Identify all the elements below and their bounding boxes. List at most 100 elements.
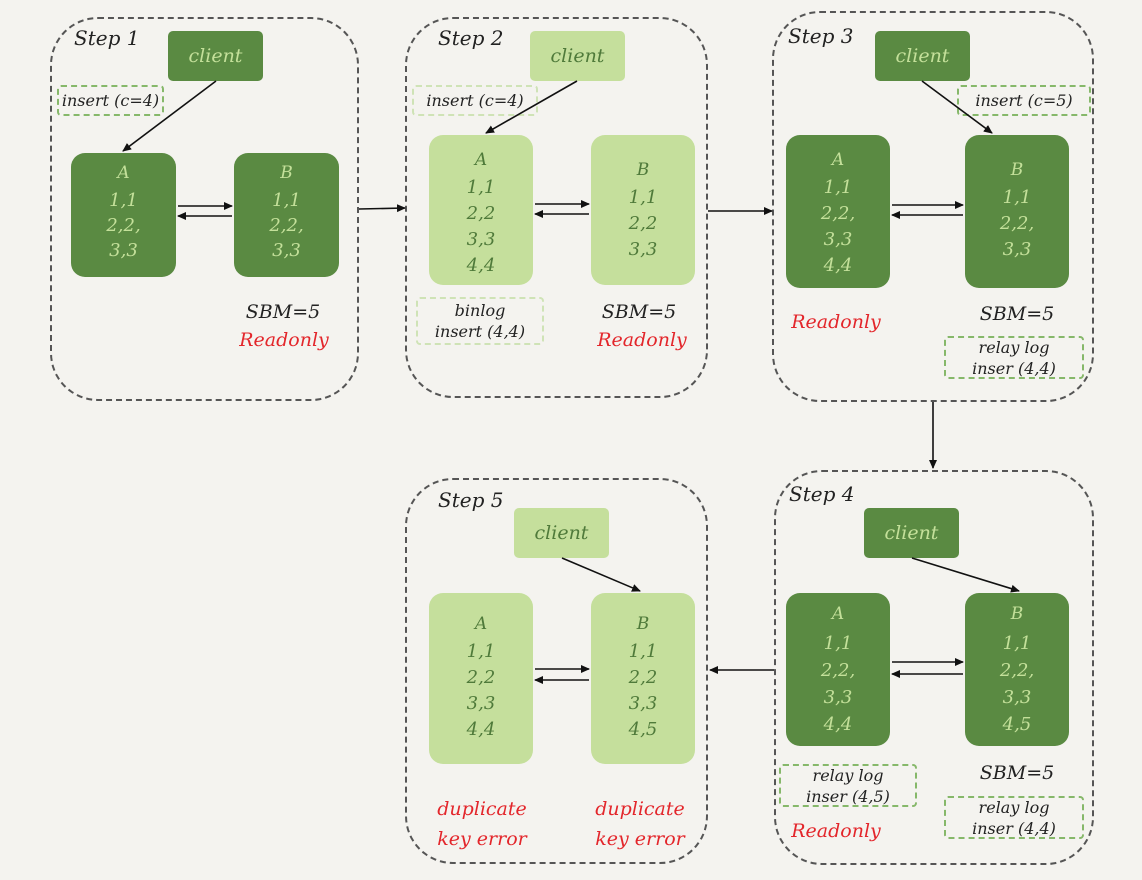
step-1-client: client (168, 31, 263, 81)
step-3-node-a-row: 3,3 (823, 229, 853, 250)
step-1-node-a-row: 1,1 (109, 190, 138, 211)
step-3-relaylog: relay log inser (4,4) (944, 336, 1084, 379)
step-2-node-a-row: 2,2 (466, 203, 496, 224)
step-3-node-b-row: 3,3 (1002, 239, 1032, 260)
step-5-node-a-row: 4,4 (466, 719, 496, 740)
step-4-title: Step 4 (789, 482, 855, 506)
step-5-node-a: A 1,1 2,2 3,3 4,4 (429, 593, 533, 764)
step-1-panel (50, 17, 359, 401)
step-2-node-b-row: 1,1 (628, 187, 658, 208)
step-3-node-a-row: 2,2, (820, 203, 856, 224)
step-1-node-a-name: A (117, 163, 130, 183)
step-5-error-a-line: duplicate (437, 798, 527, 820)
step-1-request-text: insert (c=4) (61, 91, 160, 110)
step-1-readonly: Readonly (239, 329, 329, 351)
step-1-node-a-row: 2,2, (106, 215, 141, 236)
step-5-node-a-row: 3,3 (466, 693, 496, 714)
step-4-node-b-row: 1,1 (1002, 633, 1032, 654)
step-4-relaylog-a: relay log inser (4,5) (779, 764, 917, 807)
step-2-sbm: SBM=5 (601, 301, 677, 323)
step-3-client: client (875, 31, 970, 81)
step-3-relaylog-line: inser (4,4) (972, 358, 1056, 378)
step-1-node-b-row: 1,1 (272, 190, 301, 211)
step-3-readonly: Readonly (791, 311, 881, 333)
step-2-title: Step 2 (438, 26, 504, 50)
step-5-node-b-row: 3,3 (628, 693, 658, 714)
step-4-node-b-row: 3,3 (1002, 687, 1032, 708)
step-2-node-b-row: 3,3 (628, 239, 658, 260)
step-1-sbm: SBM=5 (245, 301, 321, 323)
step-5-error-a-line: key error (437, 828, 527, 850)
step-3-node-a-row: 4,4 (823, 255, 853, 276)
step-5-node-a-row: 2,2 (466, 667, 496, 688)
step-3-node-b-row: 2,2, (999, 213, 1035, 234)
step-5-error-b: duplicate key error (584, 794, 696, 854)
step-4-node-a: A 1,1 2,2, 3,3 4,4 (786, 593, 890, 746)
step-4-client: client (864, 508, 959, 558)
step-4-relaylog-b-line: inser (4,4) (972, 818, 1056, 838)
step-4-node-a-name: A (831, 604, 845, 624)
step-2-node-a: A 1,1 2,2 3,3 4,4 (429, 135, 533, 285)
step-3-node-b: B 1,1 2,2, 3,3 (965, 135, 1069, 288)
step-3-node-b-row: 1,1 (1002, 187, 1032, 208)
step-5-node-b-row: 4,5 (628, 719, 658, 740)
step-2-readonly: Readonly (597, 329, 687, 351)
step-2-request-text: insert (c=4) (426, 91, 524, 110)
step-3-node-b-name: B (1010, 160, 1024, 180)
step-3-relaylog-line: relay log (978, 337, 1050, 357)
step-5-node-b-row: 1,1 (628, 641, 658, 662)
step-1-node-b: B 1,1 2,2, 3,3 (234, 153, 339, 277)
step-3-node-a-name: A (831, 150, 845, 170)
step-1-node-a: A 1,1 2,2, 3,3 (71, 153, 176, 277)
step-2-node-b-name: B (636, 160, 650, 180)
step-4-readonly: Readonly (791, 820, 881, 842)
flow-arrow-1-2 (358, 204, 406, 213)
step-4-sbm: SBM=5 (979, 762, 1055, 784)
step-3-node-a-row: 1,1 (823, 177, 853, 198)
step-4-node-a-row: 2,2, (820, 660, 856, 681)
step-4-node-b-row: 4,5 (1002, 714, 1032, 735)
step-4-relaylog-a-line: inser (4,5) (806, 786, 890, 806)
step-4-relaylog-a-line: relay log (812, 765, 884, 785)
step-3-panel (772, 11, 1094, 402)
step-5-error-b-line: key error (595, 828, 685, 850)
step-4-relaylog-b-line: relay log (978, 797, 1050, 817)
step-5-node-a-name: A (474, 614, 488, 634)
step-1-node-a-row: 3,3 (109, 240, 138, 261)
step-2-node-a-row: 4,4 (466, 255, 496, 276)
step-5-node-b-row: 2,2 (628, 667, 658, 688)
step-2-node-a-row: 3,3 (466, 229, 496, 250)
step-5-panel (405, 478, 708, 864)
step-3-request: insert (c=5) (957, 85, 1091, 116)
step-2-request: insert (c=4) (412, 85, 538, 116)
step-1-title: Step 1 (74, 26, 140, 50)
step-3-sbm: SBM=5 (979, 303, 1055, 325)
step-3-node-a: A 1,1 2,2, 3,3 4,4 (786, 135, 890, 288)
step-1-node-b-row: 2,2, (269, 215, 304, 236)
step-2-node-b: B 1,1 2,2 3,3 (591, 135, 695, 285)
step-5-node-a-row: 1,1 (466, 641, 496, 662)
step-3-request-text: insert (c=5) (975, 91, 1073, 110)
step-4-panel (774, 470, 1094, 865)
step-2-node-a-row: 1,1 (466, 177, 496, 198)
step-2-panel (405, 17, 708, 398)
step-2-binlog-line: insert (4,4) (434, 322, 526, 341)
step-2-binlog: binlog insert (4,4) (416, 297, 544, 345)
step-1-node-b-name: B (280, 163, 293, 183)
step-5-error-a: duplicate key error (426, 794, 538, 854)
step-4-node-a-row: 3,3 (823, 687, 853, 708)
step-4-node-b: B 1,1 2,2, 3,3 4,5 (965, 593, 1069, 746)
step-1-node-b-row: 3,3 (272, 240, 301, 261)
step-2-node-b-row: 2,2 (628, 213, 658, 234)
step-5-error-b-line: duplicate (595, 798, 685, 820)
step-5-node-b: B 1,1 2,2 3,3 4,5 (591, 593, 695, 764)
step-4-relaylog-b: relay log inser (4,4) (944, 796, 1084, 839)
step-4-node-a-row: 1,1 (823, 633, 853, 654)
step-2-binlog-line: binlog (454, 301, 506, 320)
step-4-node-b-row: 2,2, (999, 660, 1035, 681)
step-4-node-b-name: B (1010, 604, 1024, 624)
step-3-title: Step 3 (788, 24, 854, 48)
step-5-client: client (514, 508, 609, 558)
step-1-request: insert (c=4) (57, 85, 164, 116)
step-2-node-a-name: A (474, 150, 488, 170)
